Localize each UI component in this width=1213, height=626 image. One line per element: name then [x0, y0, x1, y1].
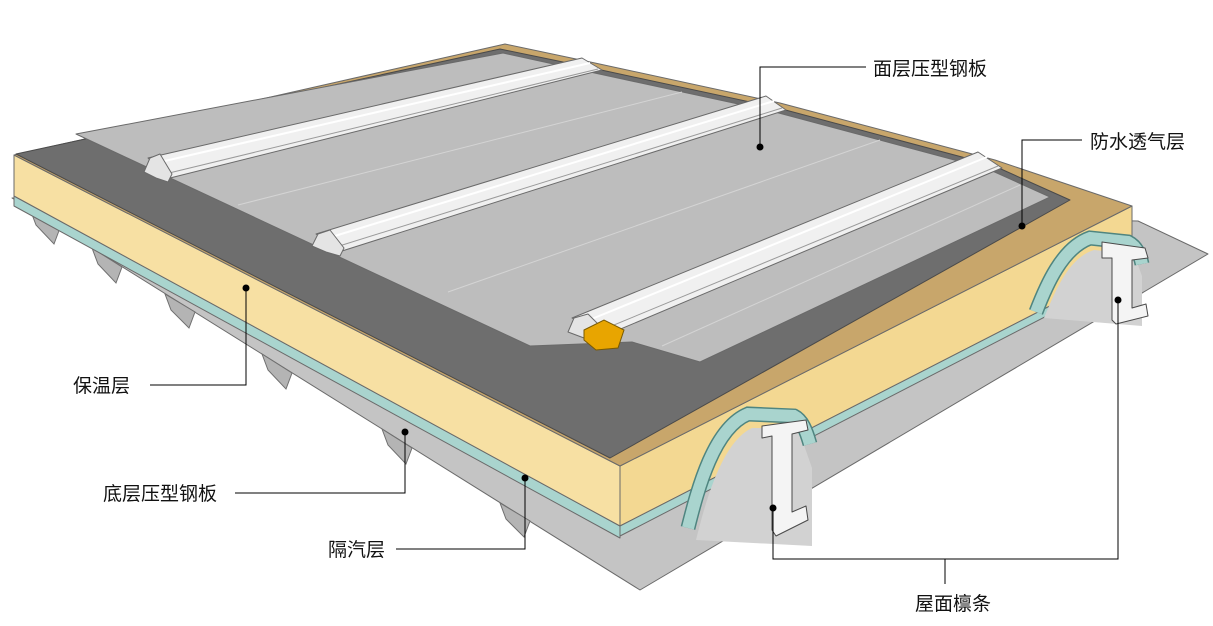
- label-top-panel: 面层压型钢板: [873, 58, 987, 80]
- label-bottom-deck: 底层压型钢板: [103, 483, 217, 505]
- panel-rib-ridge: [324, 100, 775, 240]
- panel-rib-shade: [164, 68, 599, 175]
- bottom-deck-flute: [164, 292, 196, 329]
- panel-rib-shade: [596, 165, 999, 333]
- purlin-end: [1101, 241, 1149, 325]
- leader-line: [1021, 139, 1082, 226]
- bottom-deck-flute: [91, 246, 123, 284]
- panel-seam-line: [447, 139, 881, 293]
- leader-line: [396, 478, 526, 550]
- leader-vapor-barrier: 隔汽层: [328, 474, 529, 561]
- panel-rib-shade: [335, 107, 783, 248]
- leader-membrane: 防水透气层: [1018, 131, 1185, 230]
- leader-top-panel: 面层压型钢板: [756, 58, 987, 151]
- leader-bottom-deck: 底层压型钢板: [103, 428, 409, 505]
- label-membrane: 防水透气层: [1090, 131, 1185, 153]
- panel-rib-ridge: [155, 62, 591, 164]
- label-insulation: 保温层: [73, 375, 130, 397]
- bottom-deck-flute: [499, 501, 531, 538]
- bottom-deck-flute: [261, 352, 293, 390]
- leader-line: [759, 66, 866, 147]
- panel-rib-end: [143, 153, 173, 183]
- leader-line: [235, 432, 406, 494]
- label-vapor-barrier: 隔汽层: [328, 539, 385, 561]
- panel-seam-line: [661, 184, 1021, 347]
- leader-line: [150, 288, 247, 386]
- panel-rib-end: [311, 229, 345, 257]
- leader-purlin: 屋面檩条: [769, 296, 1122, 615]
- fixing-clip: [583, 319, 625, 351]
- panel-seam-line: [237, 91, 683, 206]
- panel-rib-ridge: [581, 156, 988, 324]
- label-purlin: 屋面檩条: [915, 593, 991, 615]
- leader-insulation: 保温层: [73, 284, 250, 397]
